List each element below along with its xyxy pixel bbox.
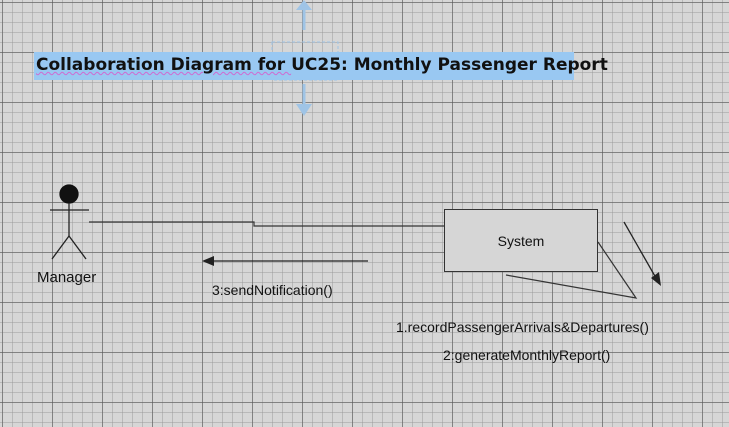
system-object[interactable]: System [444,209,598,272]
message-arrow-send-notification[interactable] [202,256,368,266]
self-link[interactable] [505,241,638,299]
title-prefix: Collaboration Diagram for [36,55,292,75]
actor-head [59,184,79,204]
diagram-title[interactable]: Collaboration Diagram for UC25: Monthly … [34,52,608,80]
actor-figure[interactable] [50,184,89,260]
resize-handle-top-arrow[interactable] [296,0,312,10]
actor-left-leg [51,235,70,260]
association-link[interactable] [89,221,445,227]
system-object-label: System [497,232,545,249]
actor-right-leg [68,235,87,260]
title-main: UC25: Monthly Passenger Report [291,55,608,75]
message-arrow-self[interactable] [623,221,661,286]
message-label-generate-report: 2:generateMonthlyReport() [443,347,611,363]
resize-handle-bottom-arrow[interactable] [296,104,312,116]
message-label-send-notification: 3:sendNotification() [212,282,333,298]
message-label-record-passenger: 1.recordPassengerArrivals&Departures() [396,319,649,335]
actor-label: Manager [37,269,97,286]
